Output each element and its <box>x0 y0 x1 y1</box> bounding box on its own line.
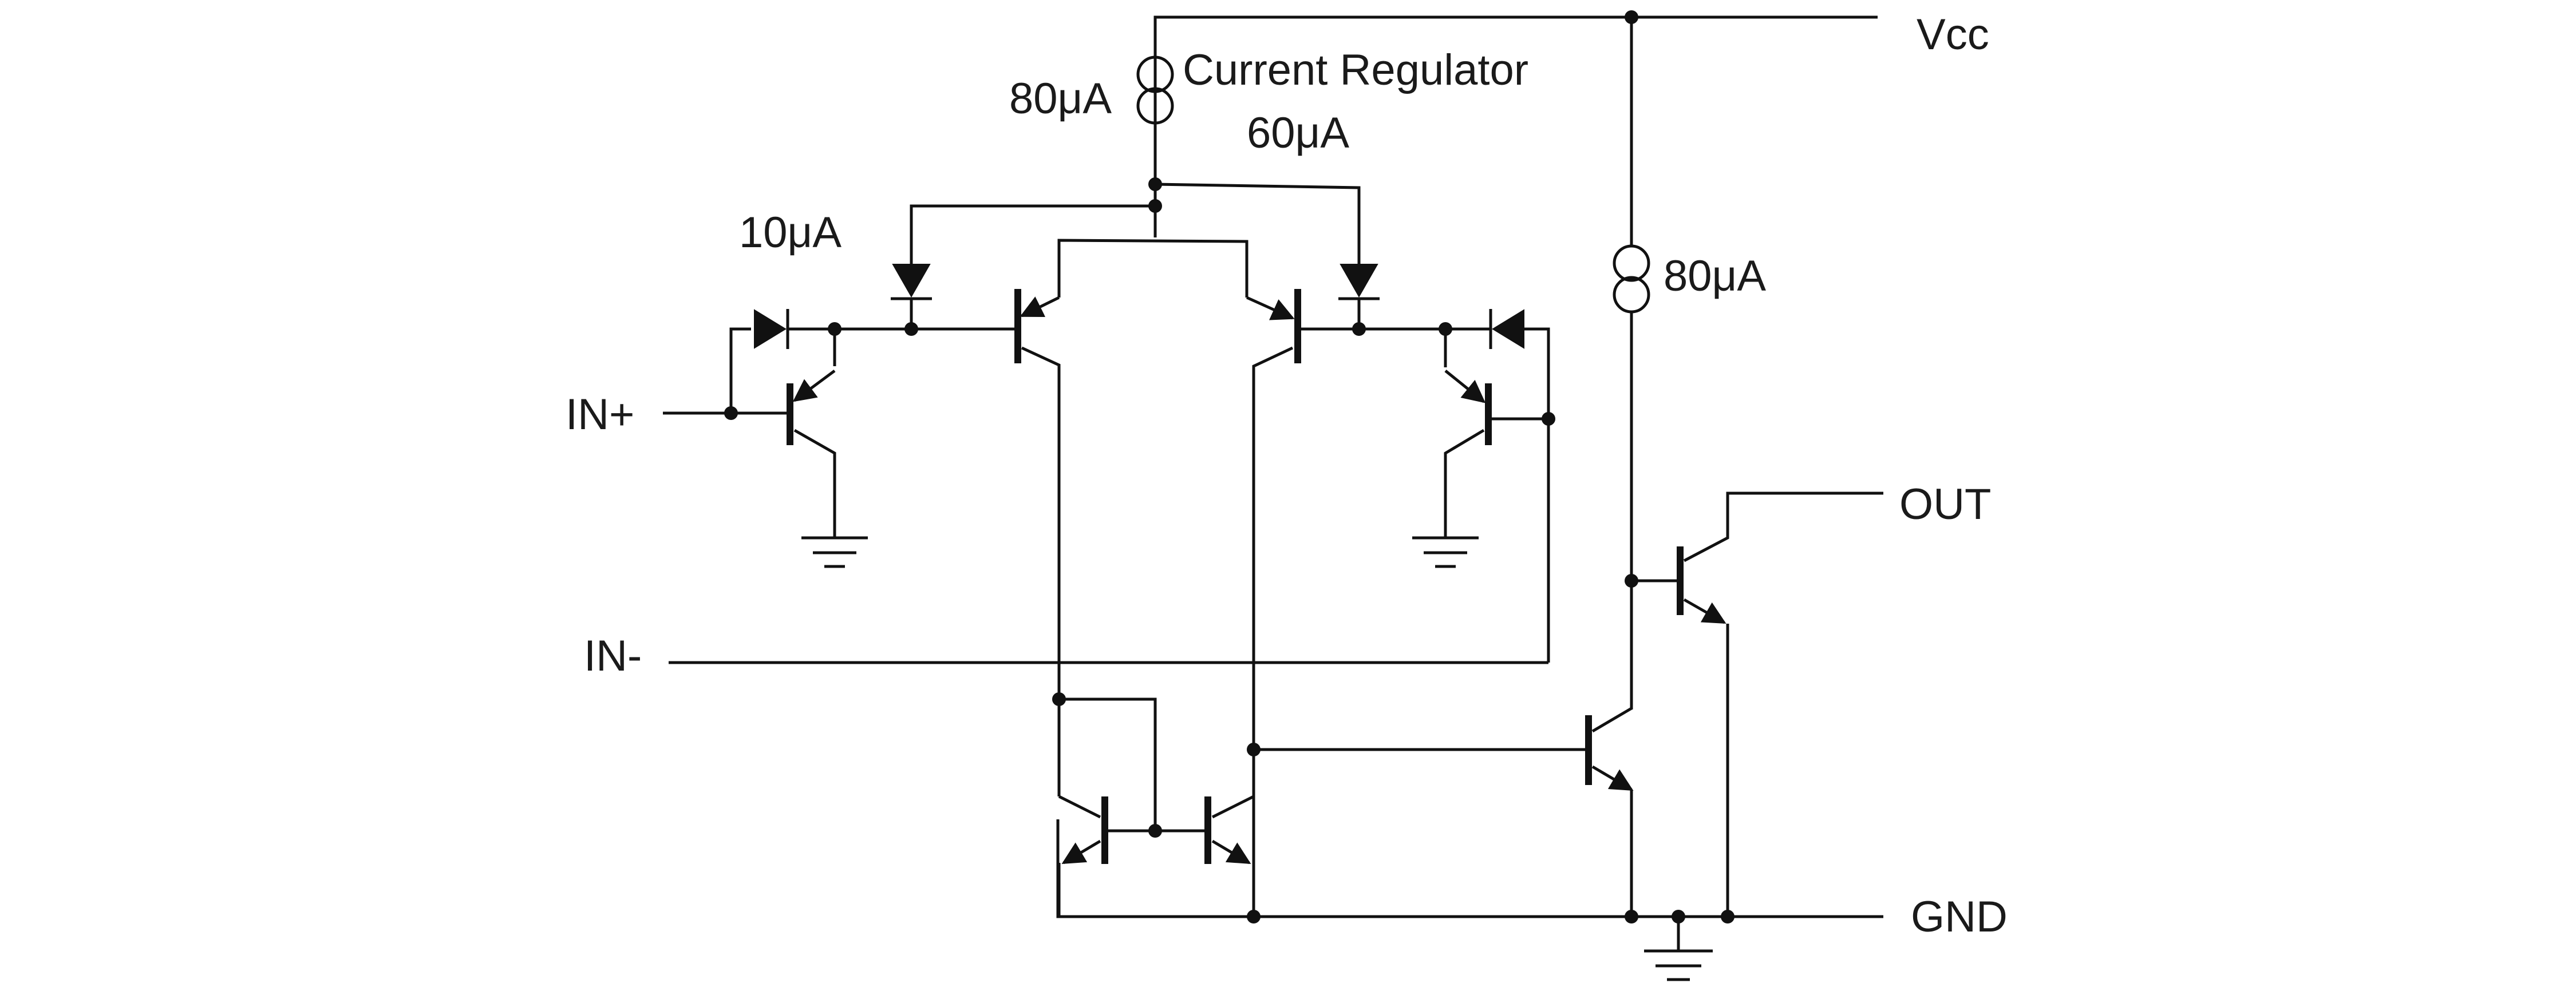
diode-d1 <box>891 264 932 300</box>
current-mirror <box>1057 697 1255 917</box>
transistor-q5-input-plus <box>787 329 836 538</box>
tail-current-wiring <box>1057 182 1249 298</box>
out-label: OUT <box>1899 480 1991 529</box>
diode-d4 <box>1445 309 1550 419</box>
transistor-q8-output <box>1631 491 1883 917</box>
vcc-label: Vcc <box>1917 10 1989 59</box>
ground-right <box>1412 536 1479 568</box>
ground-main <box>1644 917 1713 981</box>
gnd-rail <box>1056 819 1883 918</box>
output-stage-current-source <box>1613 17 1650 581</box>
transistor-q1-pnp <box>1014 289 1061 699</box>
i-10-label: 10μA <box>739 208 841 257</box>
diode-d2 <box>729 309 835 413</box>
left-base-bias-wiring <box>835 204 1155 331</box>
diode-d3 <box>1338 264 1380 300</box>
transistor-q7-gain-stage <box>1254 581 1634 917</box>
in-minus-label: IN- <box>584 632 642 680</box>
junction-dots <box>724 10 1735 923</box>
source-top-label: 80μA <box>1009 74 1112 123</box>
ground-left <box>801 536 868 568</box>
current-regulator-label: Current Regulator <box>1183 46 1528 94</box>
transistor-q6-input-minus <box>1444 329 1550 663</box>
source-right-label: 80μA <box>1664 252 1766 300</box>
i-60-label: 60μA <box>1247 109 1349 157</box>
in-plus-label: IN+ <box>566 390 634 439</box>
transistor-q2-pnp <box>1246 289 1301 917</box>
gnd-label: GND <box>1911 893 2008 941</box>
current-regulator-source <box>1136 17 1174 182</box>
